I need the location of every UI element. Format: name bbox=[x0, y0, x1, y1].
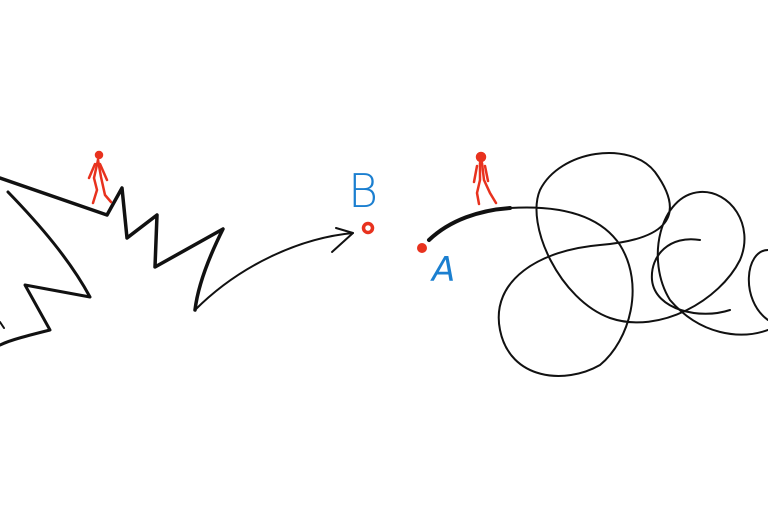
loop-path bbox=[427, 152, 768, 377]
arrow-to-b bbox=[194, 227, 354, 311]
point-a-marker bbox=[417, 243, 427, 253]
point-a-label: A bbox=[430, 250, 455, 290]
point-b-marker bbox=[361, 221, 375, 235]
jagged-path bbox=[0, 176, 225, 347]
walking-figure-right-icon bbox=[472, 151, 498, 206]
walking-figure-left-icon bbox=[87, 150, 113, 205]
point-b-label: B bbox=[348, 164, 378, 218]
